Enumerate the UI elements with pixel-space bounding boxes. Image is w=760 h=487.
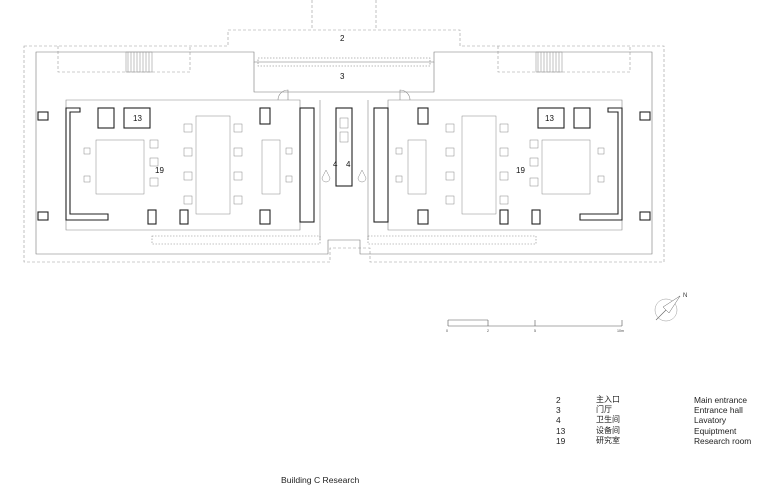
room-label-main-entrance: 2: [340, 34, 345, 43]
scale-tick-5: 5: [534, 329, 536, 333]
room-label-lavatory-left: 4: [333, 160, 338, 169]
scale-tick-0: 0: [446, 329, 448, 333]
legend-number: 19: [556, 435, 566, 446]
room-label-equipment-left: 13: [133, 114, 142, 123]
legend-number: 13: [556, 425, 566, 436]
legend-english-label: Lavatory: [694, 415, 727, 426]
drawing-caption: Building C Research: [281, 475, 360, 485]
legend-chinese-label: 卫生间: [596, 415, 620, 425]
room-label-research-right: 19: [516, 166, 525, 175]
legend-row: 19 研究室 Research room: [556, 436, 756, 446]
legend-chinese-label: 设备间: [596, 425, 620, 435]
legend-row: 3 门厅 Entrance hall: [556, 405, 756, 415]
scale-tick-10: 10m: [617, 329, 624, 333]
legend-row: 4 卫生间 Lavatory: [556, 415, 756, 425]
roof-outline: [23, 0, 665, 263]
legend-english-label: Research room: [694, 435, 752, 446]
legend-chinese-label: 主入口: [596, 395, 620, 404]
room-label-lavatory-right: 4: [346, 160, 351, 169]
legend-chinese-label: 门厅: [596, 405, 612, 415]
stairs-right: [535, 51, 563, 73]
furniture: [83, 115, 605, 215]
legend: 2 主入口 Main entrance 3 门厅 Entrance hall 4…: [556, 395, 756, 446]
legend-english-label: Equiptment: [694, 425, 737, 436]
legend-number: 2: [556, 395, 561, 405]
heavy-walls: [37, 107, 651, 225]
legend-row: 2 主入口 Main entrance: [556, 395, 756, 405]
room-label-entrance-hall: 3: [340, 72, 345, 81]
legend-row: 13 设备间 Equiptment: [556, 426, 756, 436]
legend-english-label: Entrance hall: [694, 405, 743, 416]
legend-english-label: Main entrance: [694, 395, 748, 405]
legend-number: 3: [556, 405, 561, 416]
room-label-research-left: 19: [155, 166, 164, 175]
north-arrow: N: [654, 293, 687, 322]
north-label: N: [683, 293, 687, 299]
scale-tick-2: 2: [487, 329, 489, 333]
scale-bar: [447, 319, 623, 327]
legend-number: 4: [556, 415, 561, 426]
room-label-equipment-right: 13: [545, 114, 554, 123]
building-outline: [35, 51, 653, 255]
legend-chinese-label: 研究室: [596, 435, 620, 445]
stairs-left: [125, 51, 153, 73]
